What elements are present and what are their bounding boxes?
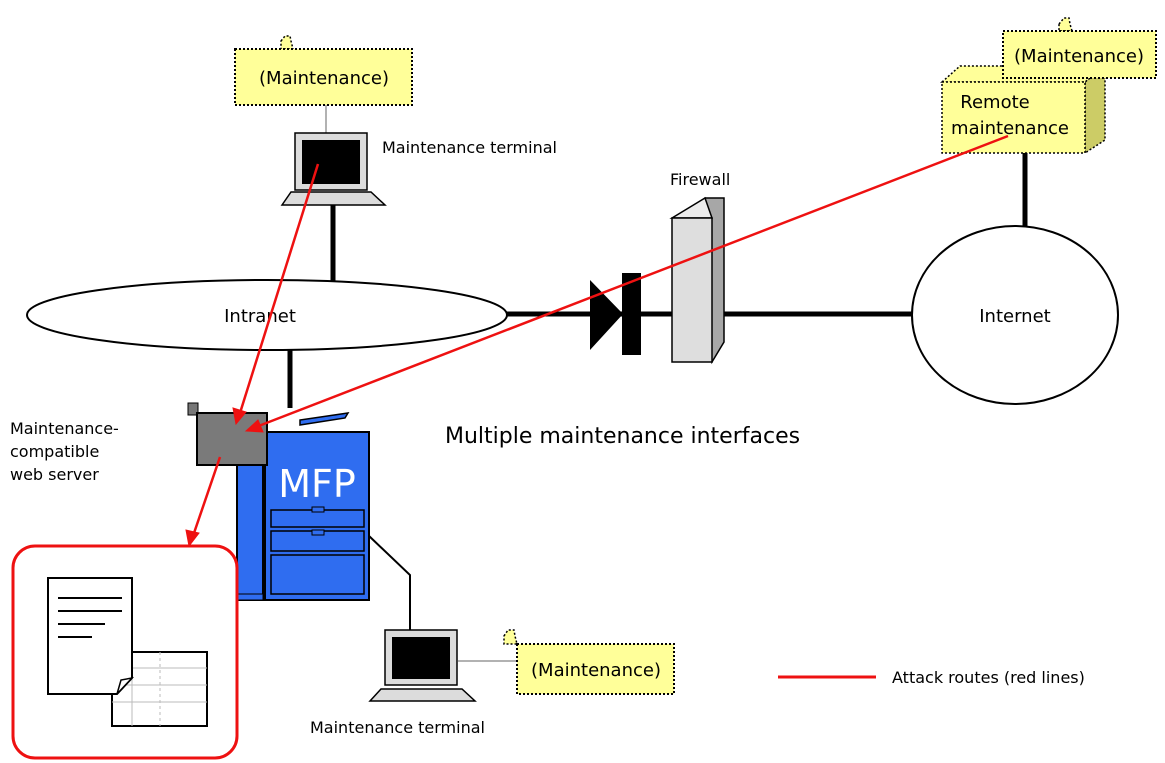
attack-route-server-to-data [185,456,222,548]
maintenance-bottom-label: (Maintenance) [531,660,661,681]
attack-route-remote-to-server [244,134,1009,433]
maintenance-terminal-bottom-label: Maintenance terminal [310,718,485,737]
internet-ellipse [911,225,1119,405]
maintenance-terminal-top-label: Maintenance terminal [382,138,557,157]
firewall [669,196,725,365]
legend-label: Attack routes (red lines) [892,668,1085,687]
maintenance-terminal-bottom [368,629,477,702]
gateway-symbol [590,273,641,355]
legend: Attack routes (red lines) [778,668,1085,687]
remote-label-line2: maintenance [951,118,1069,139]
maintenance-note-remote: (Maintenance) [1002,17,1157,79]
maintenance-remote-label: (Maintenance) [1014,46,1144,67]
server-label-line1: Maintenance- [10,419,119,438]
mfp-device: MFP [187,402,370,601]
document-icon [47,577,135,695]
remote-label-line1: Remote [960,92,1029,113]
server-label-line2: compatible [10,442,99,461]
internet-label: Internet [979,306,1050,327]
firewall-label: Firewall [670,170,730,189]
attack-routes [185,134,1009,548]
maintenance-note-bottom: (Maintenance) [503,629,675,695]
maintenance-terminal-top [280,132,387,206]
web-server [196,412,268,466]
maintenance-top-label: (Maintenance) [259,68,389,89]
server-label-line3: web server [10,465,99,484]
intranet-ellipse [26,279,508,351]
attack-route-terminal-to-server [232,163,320,426]
center-title: Multiple maintenance interfaces [445,424,800,449]
network-links [287,153,1028,408]
maintenance-note-top: (Maintenance) [234,35,413,106]
remote-maintenance-box: Remote maintenance [940,64,1108,155]
intranet-label: Intranet [224,306,296,327]
link-mfp-bottom-terminal [367,534,411,630]
mfp-label: MFP [278,462,356,506]
